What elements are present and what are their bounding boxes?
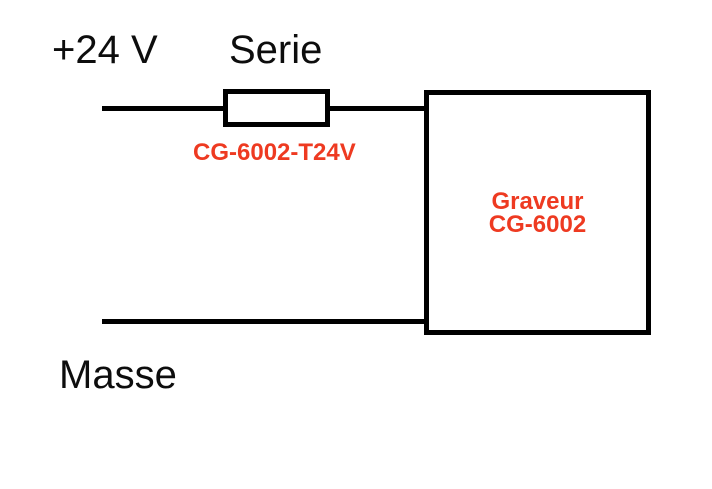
supply-voltage-label: +24 V <box>52 28 158 72</box>
device-label: Graveur CG-6002 <box>488 187 587 238</box>
ground-wire <box>102 319 428 324</box>
ground-label: Masse <box>59 353 177 397</box>
series-label: Serie <box>229 28 323 72</box>
device-name: Graveur <box>491 187 584 215</box>
device-model: CG-6002 <box>488 210 587 238</box>
resistor-part-number: CG-6002-T24V <box>193 139 356 166</box>
engraver-device-box: Graveur CG-6002 <box>424 90 651 335</box>
series-resistor-symbol <box>223 89 330 127</box>
